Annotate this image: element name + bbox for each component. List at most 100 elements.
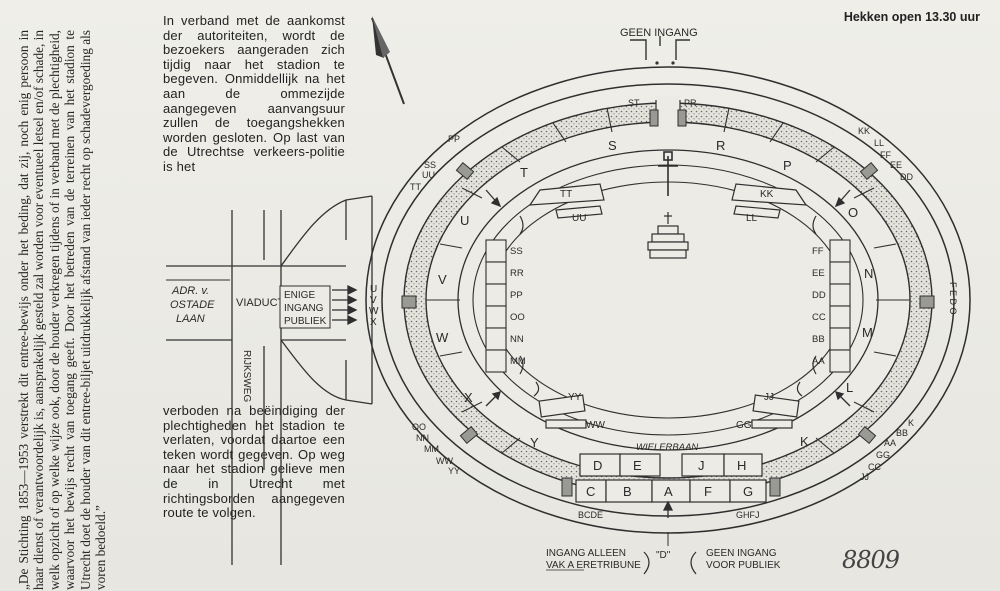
curved-arrows: [519, 215, 817, 397]
svg-text:OO: OO: [510, 312, 525, 323]
svg-text:AA: AA: [884, 438, 896, 448]
svg-text:WW: WW: [436, 456, 453, 466]
svg-text:EE: EE: [890, 160, 902, 170]
section-m: M: [862, 325, 873, 340]
svg-text:SS: SS: [424, 160, 436, 170]
geen-ingang-top-label: GEEN INGANG: [620, 27, 698, 39]
handwritten-number: 8809: [842, 546, 900, 574]
north-arrow-icon: [371, 16, 405, 105]
section-c: C: [586, 484, 595, 499]
geen-ingang-label: GEEN INGANG: [706, 548, 777, 559]
visitor-notice-top: In verband met de aankomst der autoritei…: [163, 13, 345, 174]
gate-letter-u: U: [370, 284, 377, 295]
right-seat-column: [829, 239, 851, 373]
svg-text:MM: MM: [424, 444, 439, 454]
section-f: F: [704, 484, 712, 499]
svg-text:NN: NN: [510, 334, 524, 345]
svg-text:NN: NN: [416, 433, 429, 443]
svg-text:DD: DD: [900, 172, 913, 182]
stand-gg: GG: [736, 420, 752, 431]
wielerbaan-label: WIELERBAAN: [636, 442, 698, 453]
section-g: G: [743, 484, 753, 499]
entrance-st: ST: [628, 98, 640, 108]
gate-letter-x: X: [370, 317, 377, 328]
svg-text:CC: CC: [868, 462, 881, 472]
entrance-blocks: [401, 109, 935, 497]
section-e: E: [633, 458, 642, 473]
entrance-pr: PR: [684, 98, 697, 108]
stand-ww: WW: [586, 420, 605, 431]
section-a: A: [664, 484, 673, 499]
svg-text:FF: FF: [880, 150, 891, 160]
enige-label: ENIGE: [284, 290, 315, 301]
stand-jj: JJ: [764, 392, 774, 403]
entrance-ghfj: GHFJ: [736, 510, 760, 520]
gates-open-time: Hekken open 13.30 uur: [843, 10, 980, 24]
visitor-notice-bottom: verboden na beëindiging der plechtighede…: [163, 403, 345, 521]
svg-text:OO: OO: [412, 422, 426, 432]
ingang-alleen-label: INGANG ALLEEN: [546, 548, 626, 559]
approach-roads: [166, 195, 373, 565]
stand-uu: UU: [572, 213, 586, 224]
svg-text:BB: BB: [812, 334, 825, 345]
altar-icon: [647, 212, 689, 259]
section-l: L: [846, 380, 853, 395]
section-labels: S R P T O U N V M W L X K Y D E J H C B …: [436, 138, 873, 499]
stand-kk: KK: [760, 189, 774, 200]
section-k: K: [800, 434, 809, 449]
inner-stands: [528, 183, 808, 429]
adr-ostade-box: ADR. v. OSTADE LAAN: [166, 279, 230, 325]
svg-text:CC: CC: [812, 312, 826, 323]
svg-text:MM: MM: [510, 356, 526, 367]
adr-label: ADR. v.: [171, 285, 209, 297]
viaduct-label: VIADUCT: [236, 297, 285, 309]
section-v: V: [438, 272, 447, 287]
section-d: D: [593, 458, 602, 473]
section-h: H: [737, 458, 746, 473]
svg-text:UU: UU: [422, 170, 435, 180]
entrance-bcde: BCDE: [578, 510, 603, 520]
svg-text:DD: DD: [812, 290, 826, 301]
right-row-labels: FF EE DD CC BB AA: [812, 246, 826, 367]
main-stand-boxes: [575, 453, 767, 503]
svg-text:PP: PP: [510, 290, 523, 301]
section-n: N: [864, 266, 873, 281]
vak-a-label: VAK A ERETRIBUNE: [546, 560, 641, 571]
svg-text:KK: KK: [858, 126, 870, 136]
bottom-legend: INGANG ALLEEN VAK A ERETRIBUNE "D" GEEN …: [546, 532, 781, 575]
stand-yy: YY: [568, 392, 582, 403]
svg-text:TT: TT: [410, 182, 421, 192]
section-dividers: [426, 107, 910, 454]
svg-text:JJ: JJ: [860, 472, 869, 482]
ostade-label: OSTADE: [170, 299, 215, 311]
section-j: J: [698, 458, 705, 473]
section-s: S: [608, 138, 617, 153]
svg-text:GG: GG: [876, 450, 890, 460]
stand-tt: TT: [560, 189, 572, 200]
left-row-labels: SS RR PP OO NN MM: [510, 246, 526, 367]
svg-text:EE: EE: [812, 268, 825, 279]
gate-letter-w: W: [369, 306, 379, 317]
publiek-label: PUBLIEK: [284, 316, 327, 327]
top-gate-lines: [630, 36, 690, 60]
section-x: X: [464, 390, 473, 405]
svg-text:F E D O: F E D O: [948, 282, 958, 315]
svg-text:K: K: [908, 418, 914, 428]
svg-text:LL: LL: [874, 138, 884, 148]
direction-arrows: [332, 189, 851, 518]
section-p: P: [783, 158, 792, 173]
section-w: W: [436, 330, 449, 345]
stand-ll: LL: [746, 213, 758, 224]
section-b: B: [623, 484, 632, 499]
ingang-label: INGANG: [284, 303, 324, 314]
entrance-labels: ST PR BCDE GHFJ PP SS TT UU KK LL FF EE …: [410, 98, 958, 520]
voor-publiek-label: VOOR PUBLIEK: [706, 560, 781, 571]
svg-text:FF: FF: [812, 246, 824, 257]
section-y: Y: [530, 435, 539, 450]
section-u: U: [460, 213, 469, 228]
section-t: T: [520, 165, 528, 180]
section-r: R: [716, 138, 725, 153]
inner-stand-labels: TT UU KK LL YY WW JJ GG: [560, 189, 774, 431]
section-o: O: [848, 205, 858, 220]
